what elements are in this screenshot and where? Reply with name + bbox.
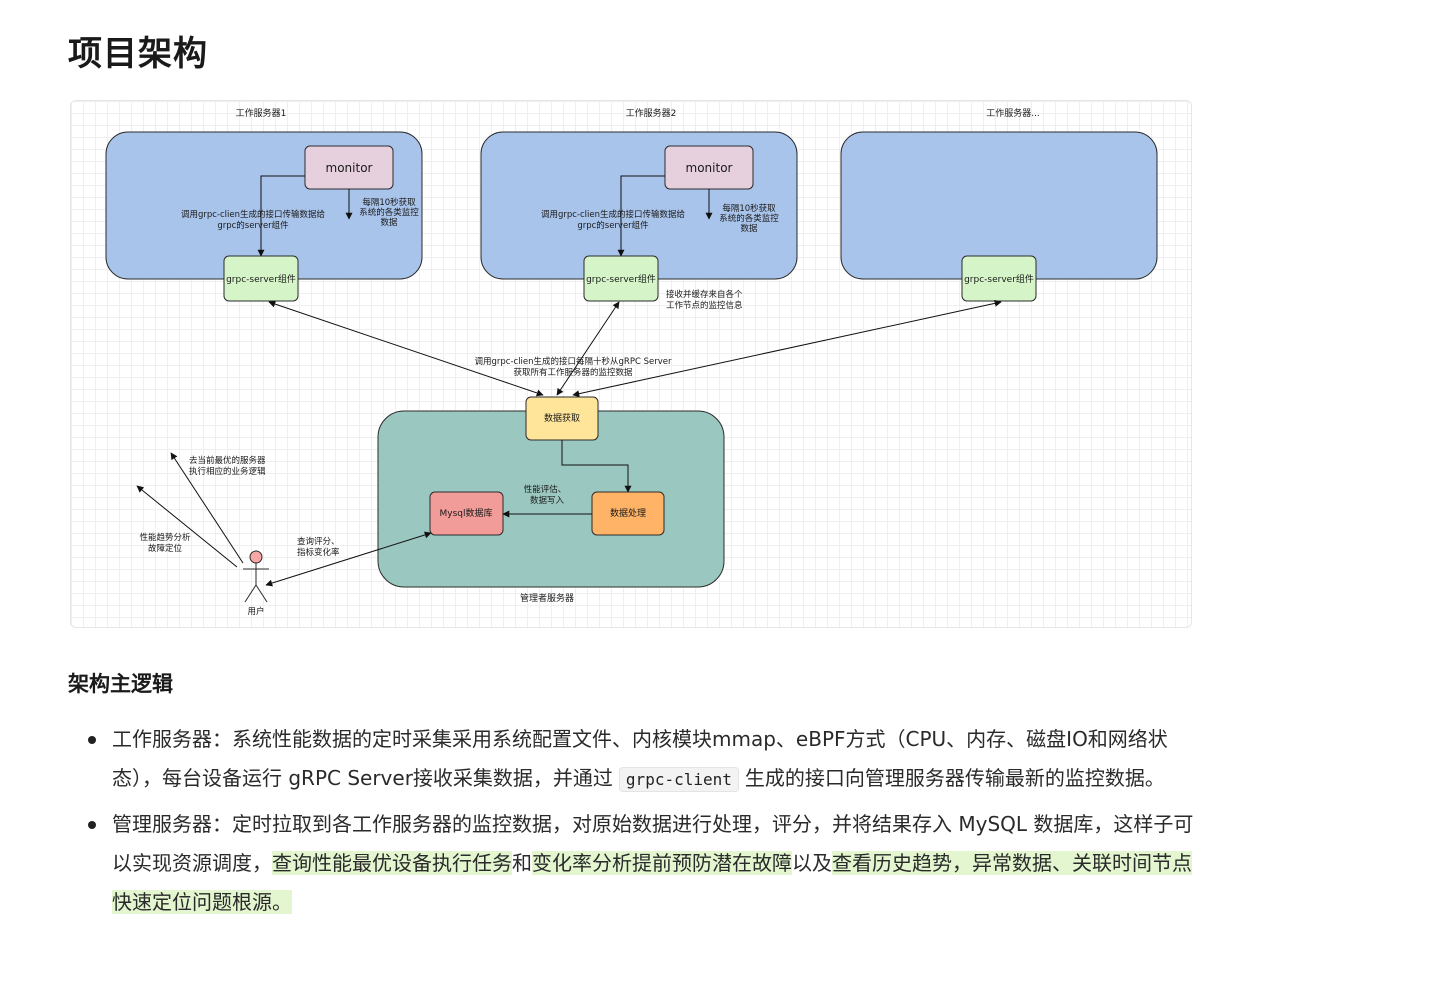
call-grpc-client-note-1: 调用grpc-clien生成的接口传输数据给: [181, 209, 326, 220]
data-process-label: 数据处理: [610, 507, 646, 519]
grpc-server-n-label: grpc-server组件: [964, 273, 1034, 285]
monitor-to-grpc-1-line: [257, 175, 305, 257]
bullet-worker-server: 工作服务器：系统性能数据的定时采集采用系统配置文件、内核模块mmap、eBPF方…: [88, 720, 1198, 799]
perf-eval-note-l2: 数据写入: [530, 495, 565, 506]
monitor-1-label: monitor: [326, 161, 373, 175]
best-server-note-l1: 去当前最优的服务器: [189, 455, 266, 466]
every-10s-note-2-l1: 每隔10秒获取: [722, 203, 776, 214]
receive-cache-note-l1: 接收并缓存来自各个: [666, 289, 743, 300]
worker-server-1-label: 工作服务器1: [236, 107, 287, 119]
monitor-2-label: monitor: [686, 161, 733, 175]
user-to-mysql-arrow: [265, 531, 432, 587]
query-score-note-l2: 指标变化率: [297, 547, 340, 558]
every-10s-note-2-l3: 数据: [740, 223, 758, 234]
trend-note-l1: 性能趋势分析: [139, 532, 191, 543]
worker-server-2-label: 工作服务器2: [626, 107, 677, 119]
bullet-2-text-pre: 管理服务器：定时拉取到各工作服务器的监控数据，对原始数据进行处理，评分，并将结果…: [112, 812, 1194, 875]
user-label: 用户: [247, 606, 264, 617]
section-heading: 架构主逻辑: [68, 672, 173, 696]
every-10s-note-1-l3: 数据: [380, 217, 398, 228]
grpc-n-to-fetch-arrow: [572, 299, 1002, 398]
bullet-1-text-post: 生成的接口向管理服务器传输最新的监控数据。: [744, 766, 1165, 790]
bullet-2-text-mid1: 和: [512, 851, 532, 875]
fetch-to-process-line: [561, 440, 632, 493]
every-10s-note-1-l1: 每隔10秒获取: [362, 197, 416, 208]
bullet-1-text-pre: 工作服务器：系统性能数据的定时采集采用系统配置文件、内核模块mmap、eBPF方…: [112, 727, 1168, 790]
bullet-manager-server: 管理服务器：定时拉取到各工作服务器的监控数据，对原始数据进行处理，评分，并将结果…: [88, 805, 1198, 922]
every-10s-note-1-l2: 系统的各类监控: [359, 207, 419, 218]
manager-server-label: 管理者服务器: [520, 592, 574, 604]
monitor-to-grpc-2-line: [617, 175, 665, 257]
grpc-1-to-fetch-arrow: [268, 300, 544, 397]
worker-server-n-label: 工作服务器...: [986, 107, 1040, 119]
architecture-diagram-svg: 工作服务器1 工作服务器2 工作服务器... 管理者服务器 monitor mo…: [105, 107, 1158, 617]
grpc-server-2-label: grpc-server组件: [586, 273, 656, 285]
bullet-dot: [88, 736, 96, 744]
user-trend-arrow: [136, 485, 238, 568]
receive-cache-note-l2: 工作节点的监控信息: [666, 300, 743, 311]
bullet-dot: [88, 821, 96, 829]
page-title: 项目架构: [68, 34, 208, 74]
data-fetch-label: 数据获取: [544, 412, 580, 424]
trend-note-l2: 故障定位: [148, 543, 183, 554]
inline-code-grpc-client: grpc-client: [618, 767, 739, 792]
call-grpc-client-note-2: 调用grpc-clien生成的接口传输数据给: [541, 209, 686, 220]
highlight-best-device: 查询性能最优设备执行任务: [272, 851, 512, 875]
fetch-note-l1: 调用grpc-clien生成的接口每隔十秒从gRPC Server: [475, 356, 672, 367]
logic-bullet-list: 工作服务器：系统性能数据的定时采集采用系统配置文件、内核模块mmap、eBPF方…: [88, 720, 1198, 928]
user-best-server-arrow: [170, 452, 244, 564]
bullet-2-text-mid2: 以及: [792, 851, 832, 875]
architecture-diagram: 工作服务器1 工作服务器2 工作服务器... 管理者服务器 monitor mo…: [70, 100, 1192, 628]
fetch-note-l2: 获取所有工作服务器的监控数据: [513, 367, 633, 378]
grpc-server-target-note-1: grpc的server组件: [217, 220, 289, 231]
grpc-server-target-note-2: grpc的server组件: [577, 220, 649, 231]
best-server-note-l2: 执行相应的业务逻辑: [189, 466, 266, 477]
highlight-change-rate: 变化率分析提前预防潜在故障: [532, 851, 792, 875]
grpc-2-to-fetch-arrow: [556, 301, 620, 396]
grpc-server-1-label: grpc-server组件: [226, 273, 296, 285]
query-score-note-l1: 查询评分、: [297, 536, 340, 547]
perf-eval-note-l1: 性能评估、: [524, 484, 567, 495]
every-10s-note-2-l2: 系统的各类监控: [719, 213, 779, 224]
mysql-label: Mysql数据库: [440, 507, 493, 519]
user-figure: [243, 550, 269, 603]
